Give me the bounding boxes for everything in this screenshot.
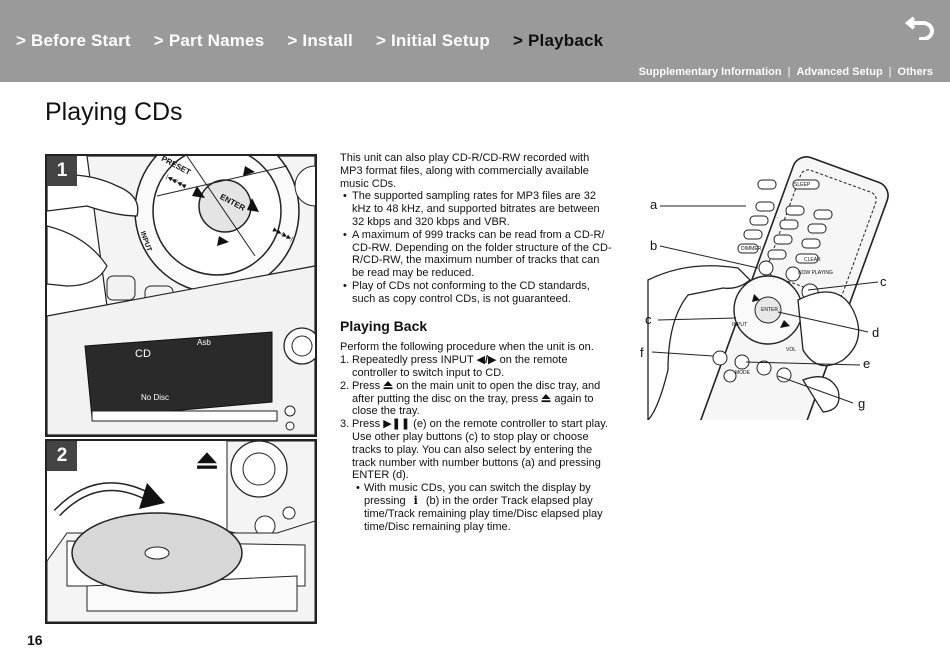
list-item: 1.Repeatedly press INPUT ◀/▶ on the remo… [340, 354, 612, 380]
remote-label-clear: CLEAR [804, 257, 821, 263]
callout-f: f [640, 345, 644, 360]
list-item: 3.Press ▶❚❚ (e) on the remote controller… [340, 418, 612, 482]
display-no-disc: No Disc [141, 393, 170, 402]
list-item: The supported sampling rates for MP3 fil… [340, 190, 612, 228]
procedure-intro: Perform the following procedure when the… [340, 341, 594, 354]
note-list: The supported sampling rates for MP3 fil… [340, 190, 612, 305]
eject-icon [383, 380, 393, 389]
remote-label-dimmer: DIMMER [741, 246, 762, 252]
disc-tray-illustration [47, 441, 315, 622]
remote-label-enter: ENTER [761, 307, 778, 313]
remote-label-now-playing: NOW PLAYING [798, 270, 833, 276]
callout-c: c [880, 274, 887, 289]
callout-e: e [863, 356, 871, 371]
remote-label-vol: VOL [786, 347, 797, 353]
step-text: again to close the tray. [352, 392, 594, 418]
procedure-steps: 1.Repeatedly press INPUT ◀/▶ on the remo… [340, 354, 612, 482]
callout-c: c [645, 312, 652, 327]
display-cd: CD [135, 348, 151, 360]
step-text: Press [352, 418, 384, 431]
nav-others[interactable]: Others [897, 66, 933, 78]
callout-b: b [650, 238, 658, 253]
nav-before-start[interactable]: > Before Start [16, 31, 131, 50]
body-text: This unit can also play CD-R/CD-RW recor… [340, 152, 612, 533]
nav-supplementary-information[interactable]: Supplementary Information [638, 66, 782, 78]
eject-icon [197, 452, 217, 469]
info-icon: i [413, 493, 418, 507]
remote-and-display-illustration [47, 156, 315, 435]
page-title: Playing CDs [45, 98, 183, 126]
top-navigation-bar: > Before Start > Part Names > Install > … [0, 0, 950, 82]
list-item: 2.Press on the main unit to open the dis… [340, 380, 612, 418]
remote-label-input: INPUT [732, 322, 747, 328]
sub-note-list: With music CDs, you can switch the displ… [340, 482, 612, 533]
step-text: Repeatedly press INPUT [352, 354, 477, 367]
section-heading: Playing Back [340, 317, 428, 334]
remote-control-illustration [647, 156, 889, 420]
callout-d: d [872, 325, 880, 340]
step-1-badge: 1 [47, 156, 77, 186]
list-item: With music CDs, you can switch the displ… [340, 482, 612, 533]
note-text: (b) in the order Track elapsed play time… [364, 494, 603, 533]
return-arrow-icon[interactable] [905, 12, 937, 40]
step-number: 1. [340, 354, 350, 367]
remote-label-sleep: SLEEP [794, 182, 811, 188]
step-text: Press [352, 379, 384, 392]
secondary-navigation: Supplementary Information | Advanced Setup… [639, 66, 933, 78]
callout-g: g [858, 396, 866, 411]
nav-playback[interactable]: > Playback [512, 31, 604, 50]
nav-part-names[interactable]: > Part Names [153, 31, 265, 50]
nav-separator: | [787, 66, 791, 78]
eject-icon [541, 393, 551, 402]
nav-advanced-setup[interactable]: Advanced Setup [796, 66, 883, 78]
list-item: Play of CDs not conforming to the CD sta… [340, 280, 612, 306]
step-2-badge: 2 [47, 441, 77, 471]
nav-initial-setup[interactable]: > Initial Setup [375, 31, 490, 50]
step-text: on the main unit to open the disc tray, … [352, 379, 601, 405]
figure-step-2: 2 [45, 439, 317, 624]
callout-a: a [650, 197, 658, 212]
nav-install[interactable]: > Install [287, 31, 353, 50]
nav-separator: | [888, 66, 892, 78]
list-item: A maximum of 999 tracks can be read from… [340, 229, 612, 280]
step-text: (e) on the remote controller to start pl… [352, 418, 608, 482]
step-text: on the remote controller to switch input… [352, 354, 568, 379]
note-text: With music CDs, you can switch the displ… [364, 482, 591, 507]
page-number: 16 [27, 632, 43, 648]
remote-label-mode: MODE [735, 370, 750, 376]
breadcrumb: > Before Start > Part Names > Install > … [16, 31, 626, 51]
step-number: 3. [340, 418, 350, 431]
play-pause-icon: ▶❚❚ [383, 418, 411, 431]
figure-step-1: 1 PRESET ENTER INPUT |◀◀/◀◀ ▶▶/▶▶| CD As… [45, 154, 317, 437]
left-right-arrow-icon: ◀/▶ [476, 354, 497, 367]
display-asb: Asb [197, 338, 211, 347]
step-number: 2. [340, 379, 350, 392]
intro-paragraph: This unit can also play CD-R/CD-RW recor… [340, 152, 590, 190]
